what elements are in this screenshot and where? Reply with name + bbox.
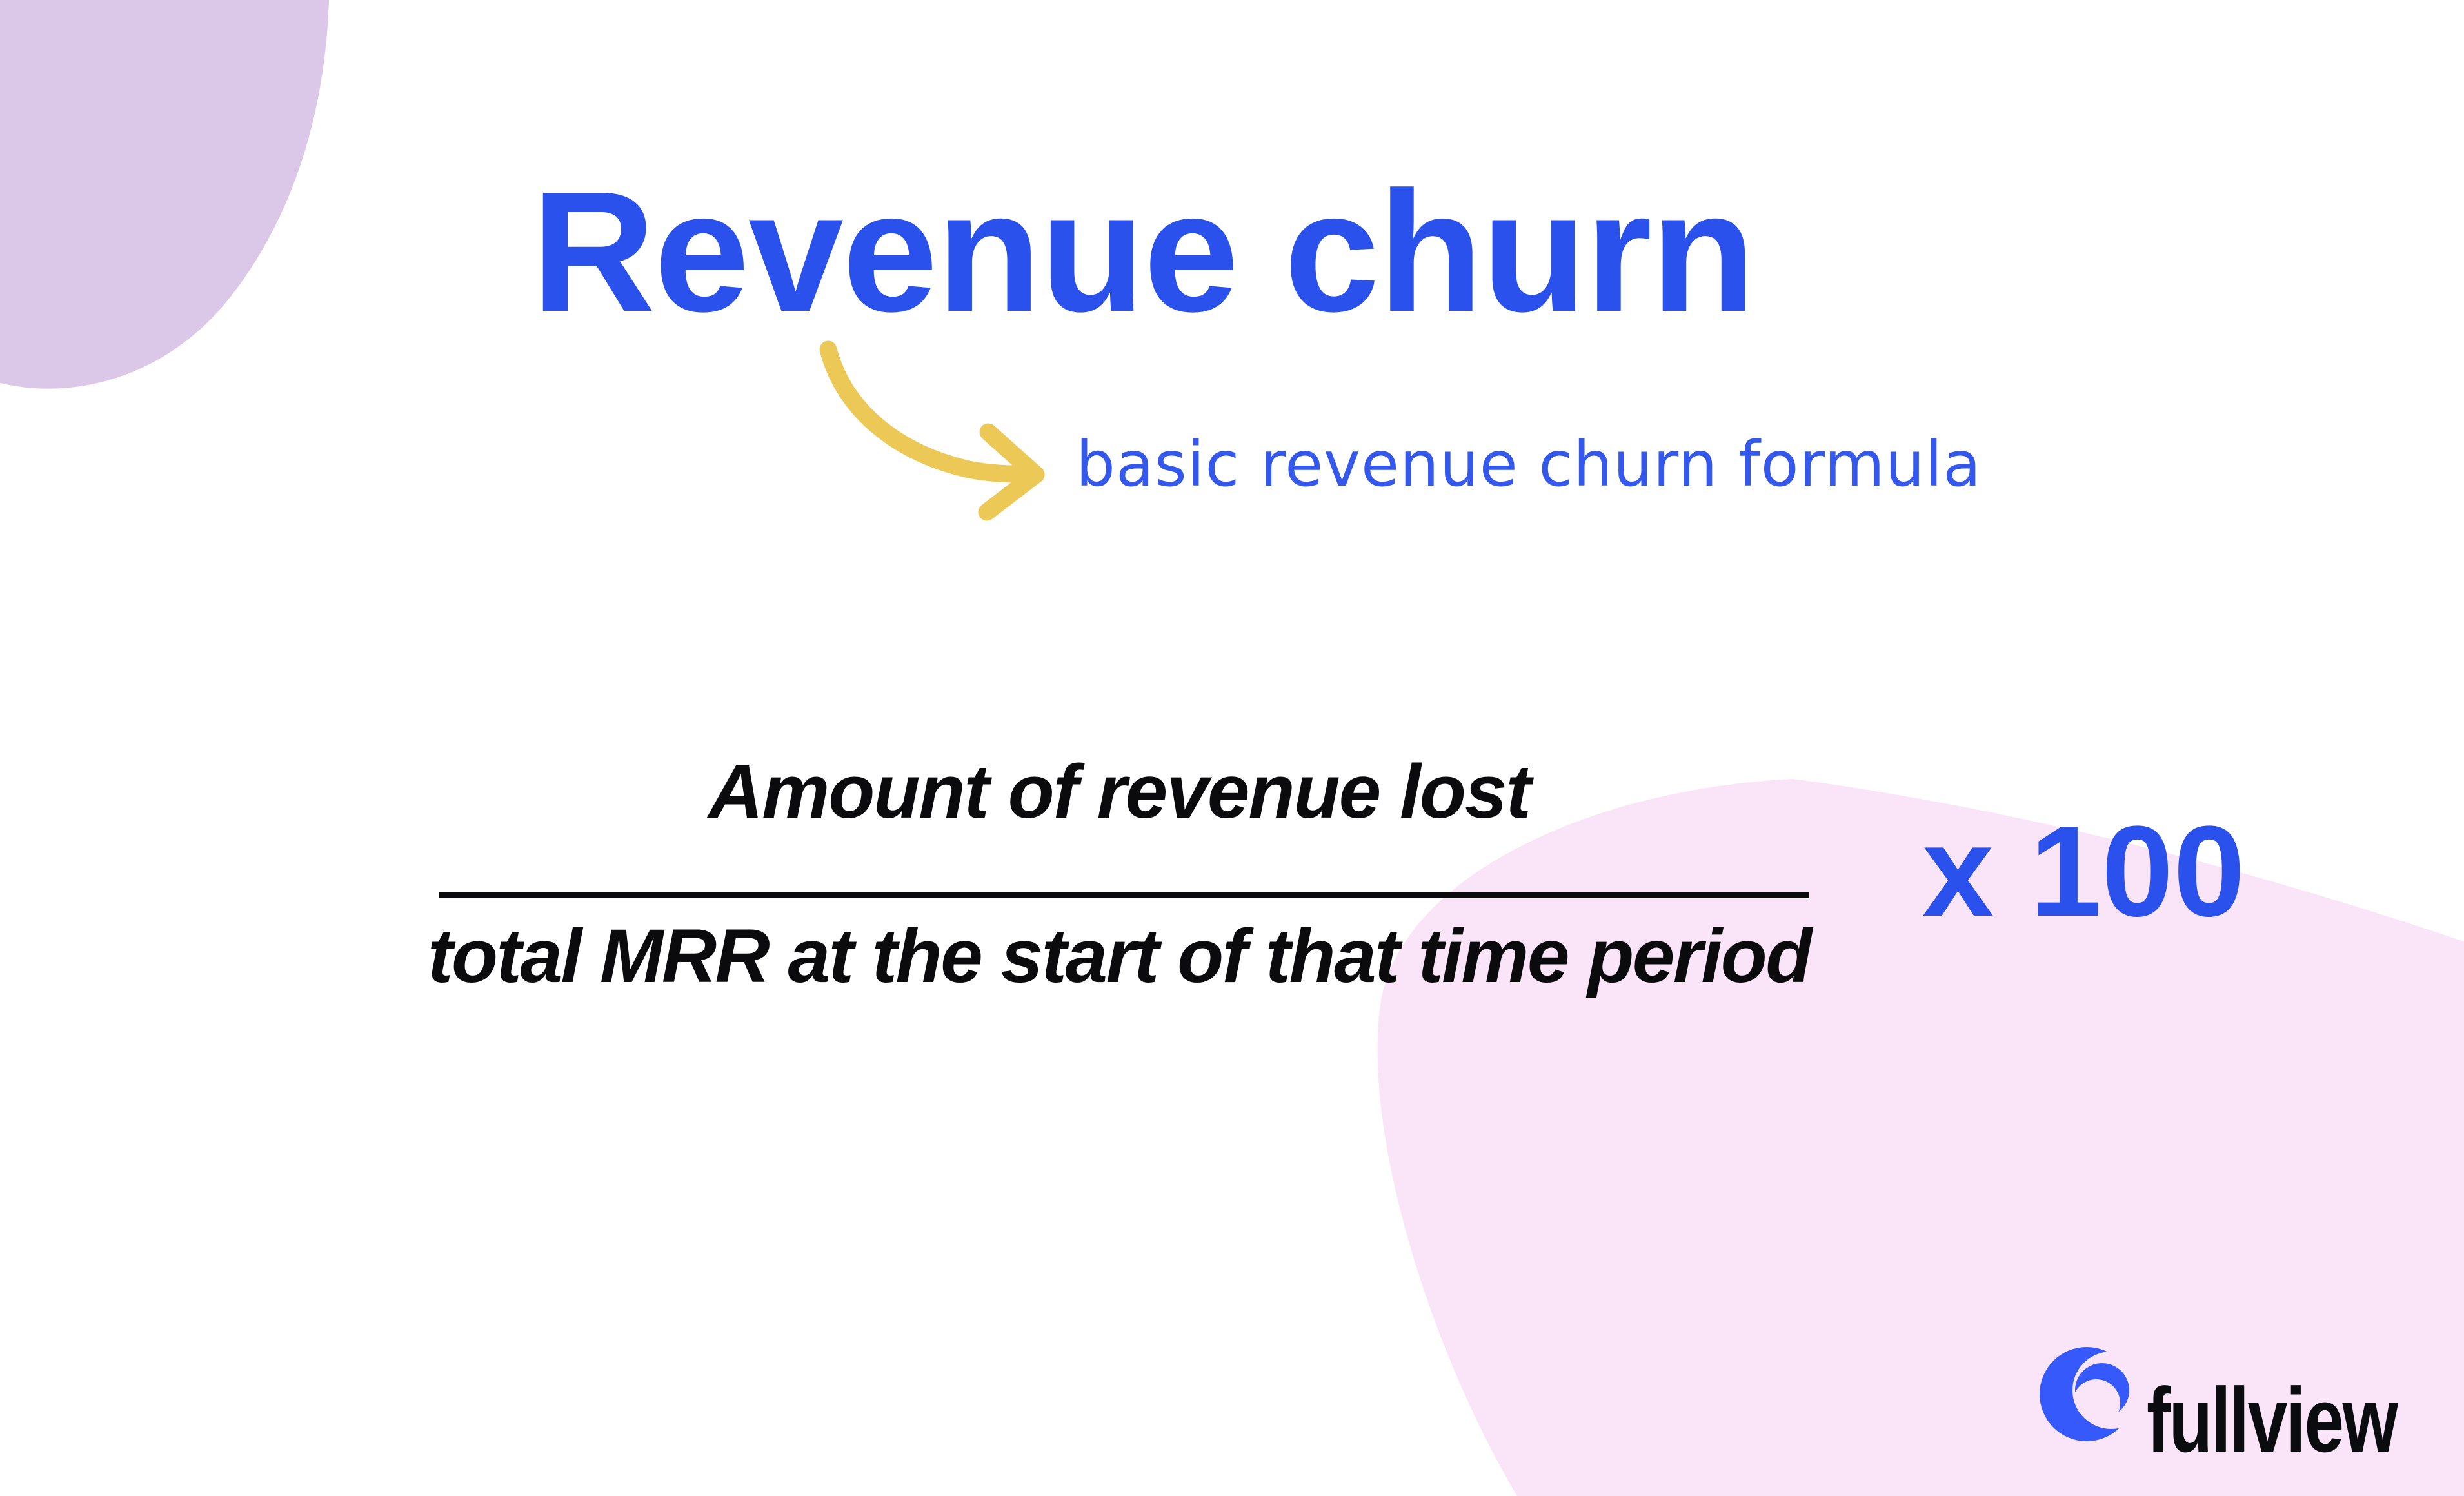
purple-blob [0,0,329,389]
formula-multiplier: x 100 [1922,800,2245,943]
formula-numerator: Amount of revenue lost [708,749,1531,834]
arrow-tail [819,340,1026,483]
arrow-head [978,423,1045,521]
curved-arrow-down-right-icon [819,340,1045,521]
fullview-wordmark: fullview [2147,1369,2398,1471]
pink-blob [1377,779,2464,1496]
revenue-churn-formula: Amount of revenue lost total MRR at the … [422,0,1816,1496]
formula-denominator: total MRR at the start of that time peri… [428,914,1812,999]
fraction-divider-line [439,892,1809,898]
logo-inner-crescent [2075,1363,2129,1417]
fullview-logo: fullview [2025,1335,2438,1496]
annotation-label: basic revenue churn formula [1076,428,1982,500]
page-title: Revenue churn [532,156,1756,348]
fullview-crescent-swirl-icon [2040,1347,2134,1441]
